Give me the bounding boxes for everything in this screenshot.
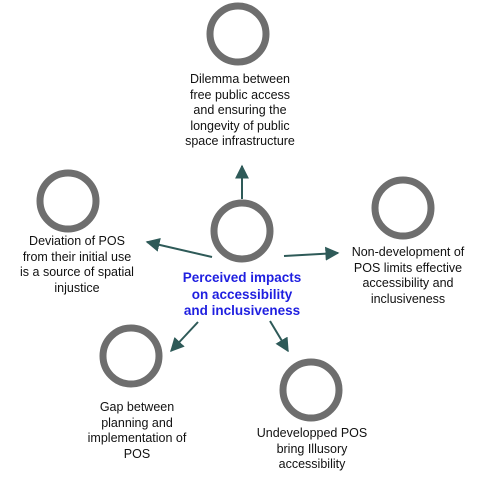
node-label-bottom-right: Undevelopped POS bring Illusory accessib… xyxy=(242,426,382,473)
center-label-line: and inclusiveness xyxy=(183,303,301,318)
node-label-left: Deviation of POS from their initial use … xyxy=(2,234,152,296)
node-label-line: planning and xyxy=(101,415,173,430)
node-label-line: implementation of xyxy=(87,431,187,445)
ring-center xyxy=(210,199,274,263)
node-label-line: space infrastructure xyxy=(185,134,295,148)
connector-bottom-left xyxy=(170,321,199,353)
connector-bottom-right xyxy=(269,320,289,353)
center-label: Perceived impacts on accessibility and i… xyxy=(172,270,312,320)
center-label-line: Perceived impacts xyxy=(182,270,302,285)
ring-bottom-right xyxy=(279,358,343,422)
node-label-bottom-left: Gap between planning and implementation … xyxy=(72,400,202,462)
ring-top xyxy=(206,2,270,66)
node-label-line: Undevelopped POS xyxy=(256,426,368,440)
node-label-line: bring Illusory xyxy=(276,441,348,456)
node-label-line: free public access xyxy=(189,87,291,102)
node-label-right: Non-development of POS limits effective … xyxy=(340,245,476,307)
node-label-line: Gap between xyxy=(99,400,175,414)
node-label-line: injustice xyxy=(54,280,100,295)
ring-right xyxy=(371,176,435,240)
node-label-line: POS xyxy=(123,446,151,461)
node-label-line: POS limits effective xyxy=(353,260,463,275)
node-label-line: inclusiveness xyxy=(370,291,446,306)
node-label-line: from their initial use xyxy=(22,249,132,264)
node-label-line: is a source of spatial xyxy=(20,265,134,279)
node-label-line: Non-development of xyxy=(351,245,465,259)
node-label-line: Dilemma between xyxy=(189,72,291,86)
node-label-line: accessibility and xyxy=(362,276,454,290)
center-label-line: on accessibility xyxy=(191,286,293,302)
ring-bottom-left xyxy=(99,324,163,388)
node-label-line: longevity of public xyxy=(190,118,290,133)
node-label-line: and ensuring the xyxy=(193,103,287,117)
node-label-line: Deviation of POS xyxy=(29,234,125,248)
ring-left xyxy=(36,169,100,233)
node-label-top: Dilemma between free public access and e… xyxy=(170,72,310,150)
connector-right xyxy=(283,246,340,261)
node-label-line: accessibility xyxy=(278,457,346,471)
connector-left xyxy=(145,238,213,258)
